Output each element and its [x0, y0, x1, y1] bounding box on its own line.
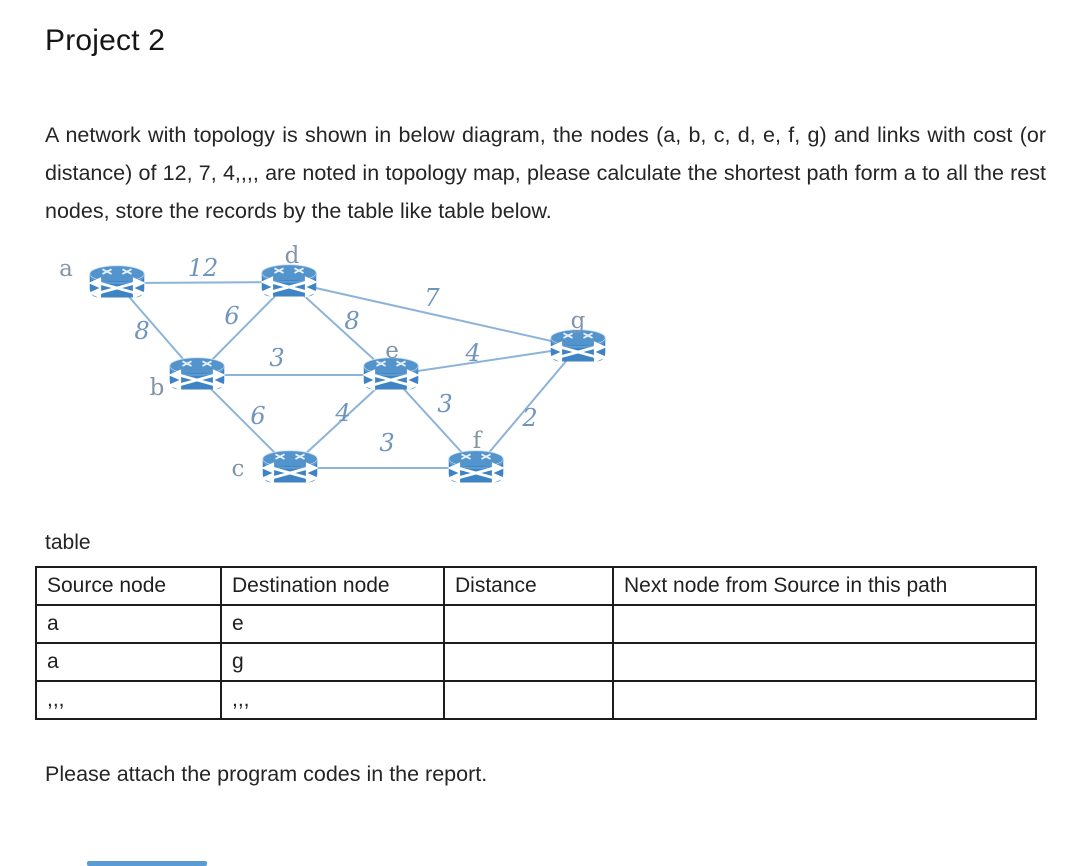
table-row-2: ,,,,,, [35, 680, 1037, 720]
edge-weight-f-g: 2 [521, 404, 537, 432]
edge-weight-e-f: 3 [437, 390, 452, 418]
table-cell [612, 604, 1037, 644]
node-labels-layer: a d b e g c f [59, 243, 585, 482]
router-node-a [88, 264, 146, 299]
node-label-d: d [285, 243, 300, 269]
table-cell: ,,, [220, 680, 445, 720]
edge-weight-c-f: 3 [379, 429, 394, 457]
nodes-layer [88, 263, 607, 484]
table-cell: a [35, 604, 222, 644]
table-cell: g [220, 642, 445, 682]
table-cell [443, 604, 614, 644]
table-header-cell-1: Destination node [220, 566, 445, 606]
node-label-b: b [150, 375, 165, 401]
table-cell [443, 680, 614, 720]
table-cell [612, 680, 1037, 720]
table-header-cell-2: Distance [443, 566, 614, 606]
edge-weight-a-b: 8 [134, 317, 149, 345]
edge-weight-b-d: 6 [224, 302, 239, 330]
table-header-cell-0: Source node [35, 566, 222, 606]
link-f-g [475, 346, 579, 469]
table-cell [443, 642, 614, 682]
router-node-f [447, 449, 505, 484]
edge-weight-a-d: 12 [188, 254, 219, 282]
edge-weight-b-e: 3 [269, 344, 284, 372]
router-node-b [168, 356, 226, 391]
link-a-d [116, 281, 290, 284]
edge-weight-d-g: 7 [424, 284, 440, 312]
node-label-a: a [59, 256, 73, 282]
table-header-cell-3: Next node from Source in this path [612, 566, 1037, 606]
node-label-g: g [571, 308, 586, 334]
edge-weight-b-c: 6 [250, 402, 265, 430]
table-cell: e [220, 604, 445, 644]
bottom-progress-bar [87, 861, 207, 866]
node-label-e: e [385, 338, 399, 364]
router-node-d [260, 263, 318, 298]
table-caption: table [45, 531, 91, 554]
footer-note: Please attach the program codes in the r… [45, 762, 488, 786]
table-cell [612, 642, 1037, 682]
router-node-c [261, 449, 319, 484]
edge-weight-e-g: 4 [464, 339, 480, 367]
table-cell: a [35, 642, 222, 682]
edge-weight-c-e: 4 [334, 399, 350, 427]
link-d-g [288, 281, 579, 348]
page-title: Project 2 [45, 24, 166, 57]
link-e-g [390, 346, 579, 376]
table-cell: ,,, [35, 680, 222, 720]
router-node-g [549, 328, 607, 363]
edge-weight-d-e: 8 [344, 307, 359, 335]
node-label-c: c [232, 456, 245, 482]
node-label-f: f [473, 428, 483, 454]
task-description: A network with topology is shown in belo… [45, 123, 1046, 223]
